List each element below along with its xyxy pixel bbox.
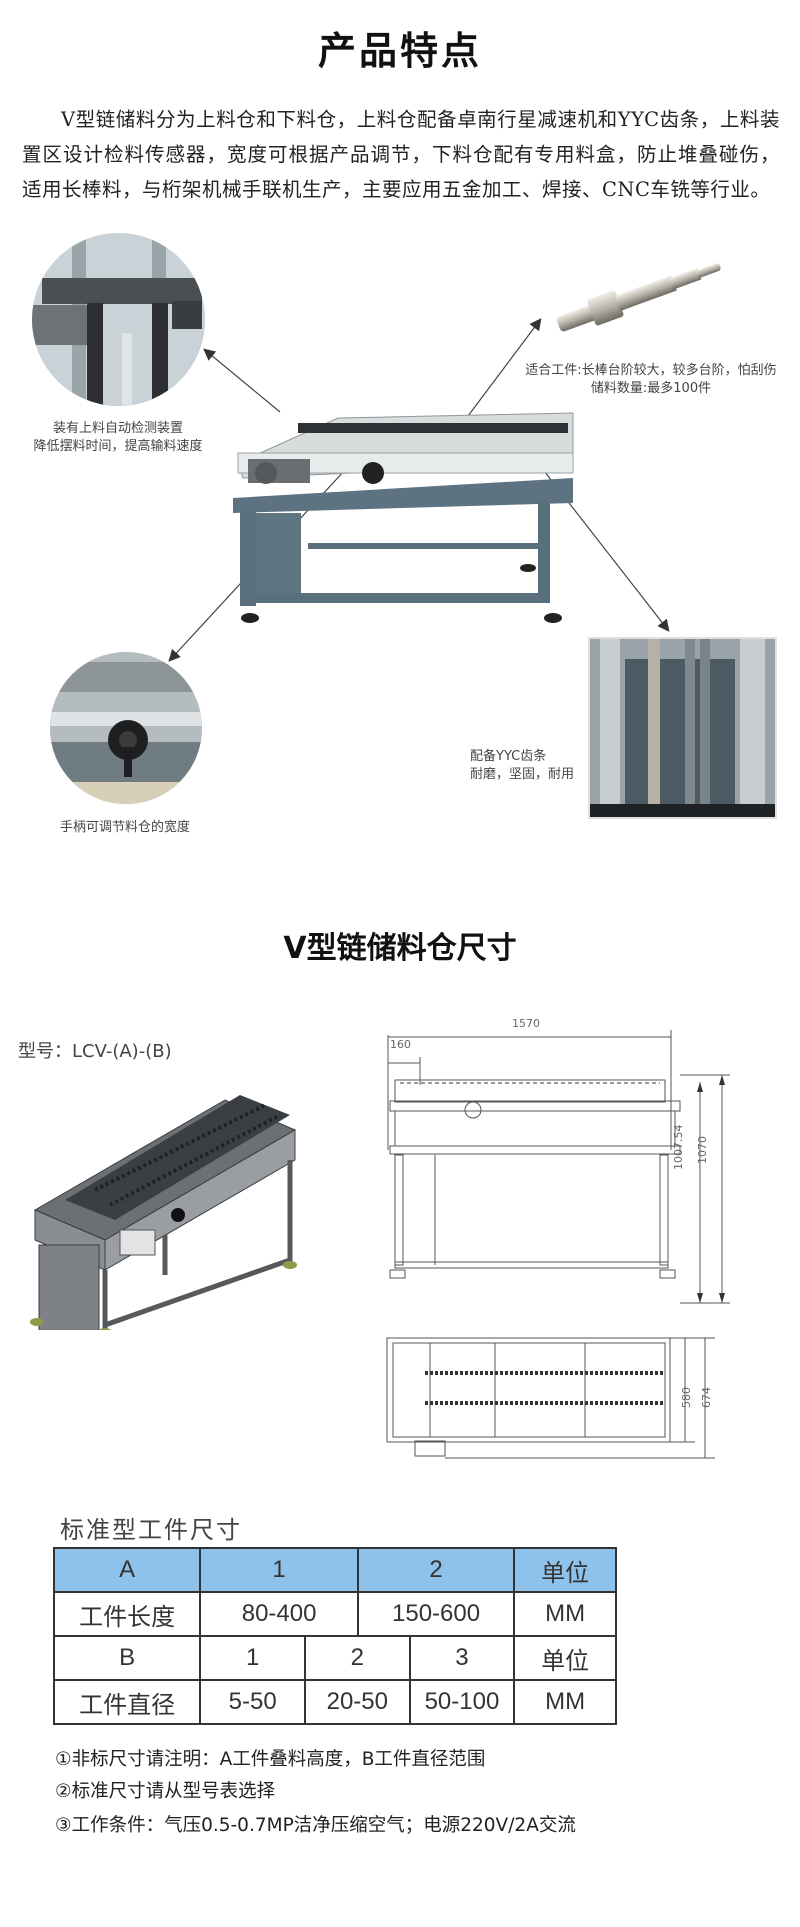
features-intro: V型链储料分为上料仓和下料仓，上料仓配备卓南行星减速机和YYC齿条，上料装置区设… <box>22 108 780 201</box>
workpiece-shaft-illustration <box>556 263 721 332</box>
table-cell: 工件长度 <box>52 1591 202 1637</box>
front-view-drawing <box>387 1030 681 1279</box>
table-cell: 50-100 <box>408 1679 516 1725</box>
table-cell: MM <box>513 1591 617 1637</box>
table-cell: 单位 <box>513 1547 617 1593</box>
rack-caption-line1: 配备YYC齿条 <box>470 749 547 764</box>
dim-width-inner: 580 <box>680 1387 693 1408</box>
sensor-detail-photo <box>32 233 205 406</box>
sensor-caption-line1: 装有上料自动检测装置 <box>52 421 183 436</box>
note-3: ③工作条件：气压0.5-0.7MP洁净压缩空气；电源220V/2A交流 <box>55 1815 576 1836</box>
note-2: ②标准尺寸请从型号表选择 <box>55 1781 276 1802</box>
rack-caption-line2: 耐磨，坚固，耐用 <box>470 767 575 782</box>
table-a-header-row: A 1 2 单位 <box>52 1547 617 1593</box>
standard-sizes-title: 标准型工件尺寸 <box>60 1516 242 1544</box>
table-cell: 5-50 <box>199 1679 306 1725</box>
dim-offset: 160 <box>390 1038 411 1051</box>
dim-height-upper: 1007.54 <box>672 1124 685 1171</box>
table-cell: 1 <box>199 1547 359 1593</box>
isometric-cad-render <box>30 1095 297 1330</box>
top-view-drawing <box>386 1337 715 1459</box>
workpiece-caption-line2: 储料数量:最多100件 <box>590 381 712 396</box>
features-title: 产品特点 <box>317 29 482 73</box>
workpiece-caption-line1: 适合工件:长棒台阶较大，较多台阶，怕刮伤 <box>525 363 777 378</box>
table-b-header-row: B 1 2 3 单位 <box>52 1635 617 1681</box>
table-cell: 80-400 <box>199 1591 359 1637</box>
sensor-caption-line2: 降低摆料时间，提高输料速度 <box>33 439 203 454</box>
table-cell: MM <box>513 1679 617 1725</box>
note-1: ①非标尺寸请注明：A工件叠料高度，B工件直径范围 <box>55 1749 486 1770</box>
dim-width-total: 674 <box>700 1387 713 1408</box>
rack-illustration <box>590 639 775 817</box>
height-dimension-lines <box>680 1074 730 1304</box>
table-cell: 2 <box>356 1547 516 1593</box>
table-cell: 1 <box>199 1635 306 1681</box>
handwheel-caption: 手柄可调节料仓的宽度 <box>59 820 190 835</box>
model-label: 型号：LCV-(A)-(B) <box>18 1041 172 1062</box>
table-cell: 150-600 <box>356 1591 516 1637</box>
table-b-data-row: 工件直径 5-50 20-50 50-100 MM <box>52 1679 617 1725</box>
standard-sizes-table: A 1 2 单位 工件长度 80-400 150-600 MM B 1 2 3 … <box>52 1547 617 1725</box>
dimensions-title: V型链储料仓尺寸 <box>283 931 517 966</box>
table-cell: A <box>52 1547 202 1593</box>
table-cell: 20-50 <box>303 1679 411 1725</box>
handwheel-illustration <box>50 652 202 804</box>
table-cell: B <box>52 1635 202 1681</box>
table-a-data-row: 工件长度 80-400 150-600 MM <box>52 1591 617 1637</box>
handwheel-detail-photo <box>50 652 202 804</box>
sensor-mechanism-illustration <box>32 233 205 406</box>
dim-height-total: 1070 <box>696 1136 709 1164</box>
storage-bin-machine-photo <box>233 412 574 623</box>
table-cell: 单位 <box>513 1635 617 1681</box>
table-cell: 3 <box>408 1635 516 1681</box>
dim-overall-length: 1570 <box>512 1017 540 1030</box>
yyc-rack-photo <box>588 637 777 819</box>
table-cell: 工件直径 <box>52 1679 202 1725</box>
table-cell: 2 <box>303 1635 411 1681</box>
